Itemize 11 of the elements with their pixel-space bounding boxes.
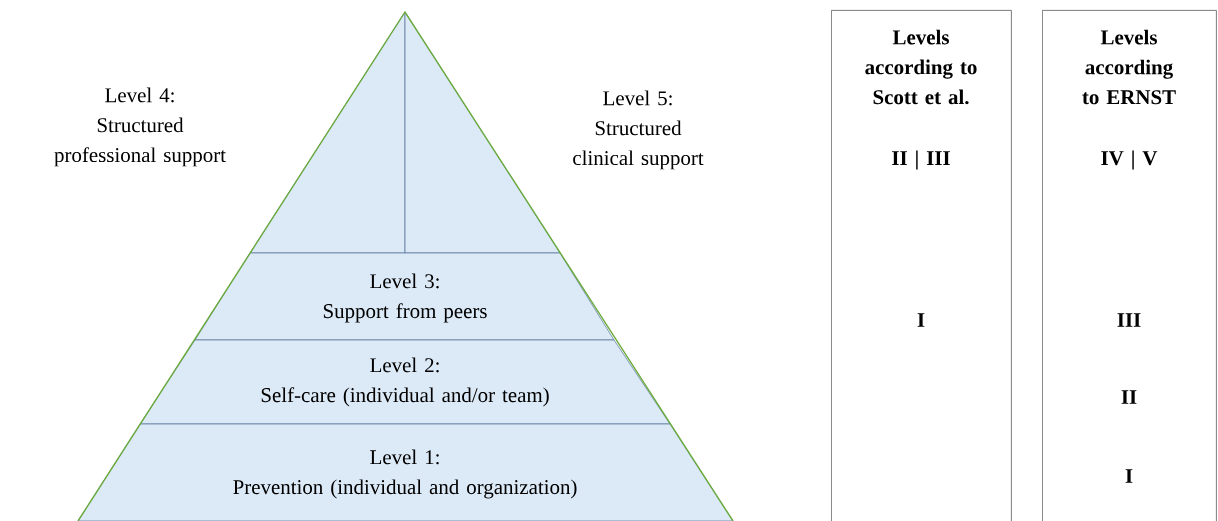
- node-label: Level 5:: [603, 90, 672, 106]
- node-label: Level 4:: [105, 87, 174, 103]
- pyramid-band: Level 5: Structured clinical support: [404, 11, 704, 254]
- column-box: Levels according to ERNST IV | V III II I: [1042, 10, 1217, 521]
- pyramid-band: Level 3: Support from peers: [194, 252, 615, 341]
- column-box: Levels according to Scott et al. II | III I: [831, 10, 1012, 521]
- pyramid-band: Level 2: Self-care (individual and/or team): [139, 339, 671, 425]
- pyramid-band: Level 1: Prevention (individual and organization): [77, 423, 734, 521]
- node-label: Structured professional support: [54, 117, 226, 167]
- node-label: Structured clinical support: [573, 120, 704, 170]
- pyramid-band: Level 4: Structured professional support: [54, 11, 406, 254]
